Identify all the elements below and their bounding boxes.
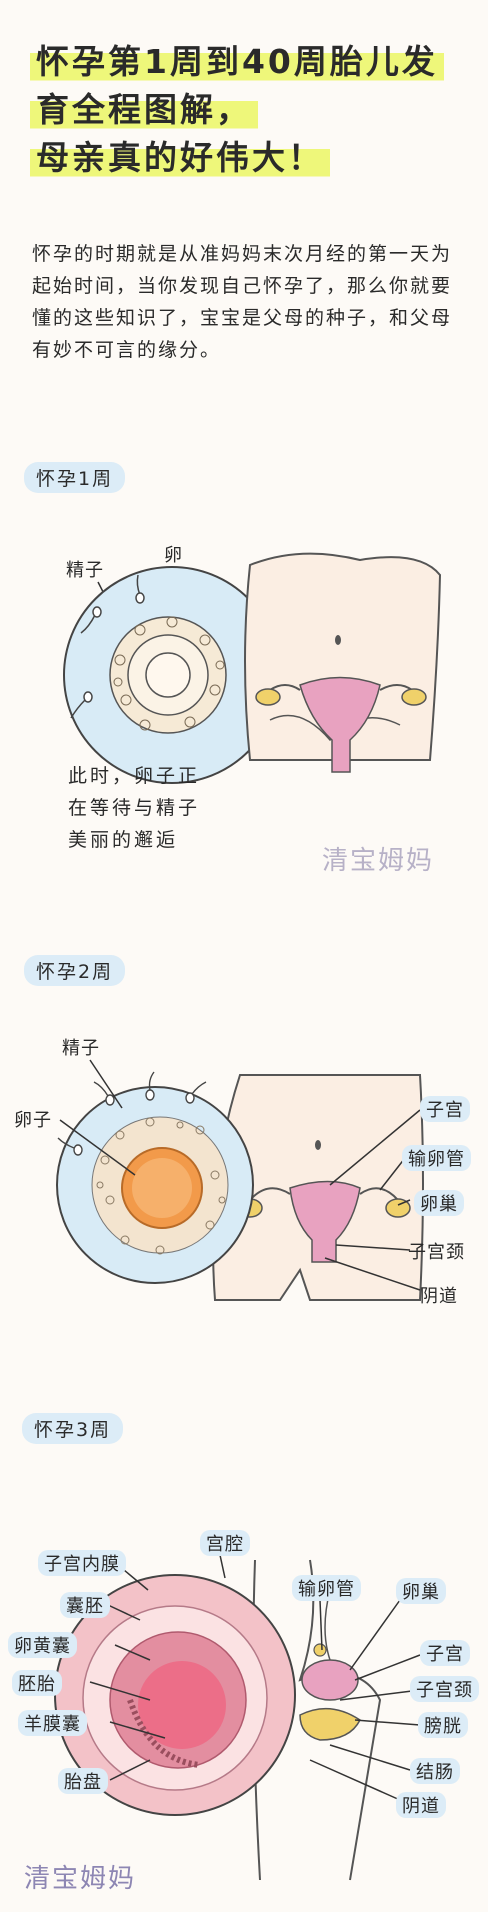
week3-blastocyst-label: 囊胚 [60,1592,110,1618]
week3-label: 怀孕3周 [22,1413,124,1444]
week1-caption: 此时，卵子正 在等待与精子 美丽的邂逅 [68,760,200,856]
week1-caption-line-3: 美丽的邂逅 [68,829,179,851]
week2-ovary-label: 卵巢 [414,1190,464,1216]
week2-egg-label: 卵子 [14,1110,52,1131]
week2-vagina-label: 阴道 [420,1286,458,1307]
week2-label: 怀孕2周 [24,955,126,986]
week3-ovary-label: 卵巢 [396,1578,446,1604]
week3-uterine-cavity-label: 宫腔 [200,1530,250,1556]
week3-colon-label: 结肠 [410,1758,460,1784]
week2-cervix-label: 子宫颈 [408,1242,465,1263]
week1-caption-line-1: 此时，卵子正 [68,765,201,787]
week3-cervix-label: 子宫颈 [410,1676,479,1702]
week3-fallopian-label: 输卵管 [292,1575,361,1601]
intro-paragraph: 怀孕的时期就是从准妈妈末次月经的第一天为起始时间，当你发现自己怀孕了，那么你就要… [32,243,453,361]
week2-uterus-label: 子宫 [420,1096,470,1122]
week2-sperm-label: 精子 [62,1038,100,1059]
title-line-1: 怀孕第1周到40周胎儿发 [30,40,444,84]
week3-amniotic-sac-label: 羊膜囊 [18,1710,87,1736]
page-title: 怀孕第1周到40周胎儿发 育全程图解， 母亲真的好伟大！ [30,40,460,184]
week1-label: 怀孕1周 [24,462,126,493]
week3-bladder-label: 膀胱 [418,1712,468,1738]
week3-uterus-label: 子宫 [420,1640,470,1666]
week3-vagina-label: 阴道 [396,1792,446,1818]
week2-fallopian-label: 输卵管 [402,1145,471,1171]
week3-placenta-label: 胎盘 [58,1768,108,1794]
week3-embryo-label: 胚胎 [12,1670,62,1696]
week1-egg-label: 卵 [164,545,183,566]
title-line-2: 育全程图解， [30,88,258,132]
week1-sperm-label: 精子 [66,560,104,581]
watermark-bottom: 清宝姆妈 [24,1864,137,1894]
title-line-3: 母亲真的好伟大！ [30,136,330,180]
week3-yolk-sac-label: 卵黄囊 [8,1632,77,1658]
watermark: 清宝姆妈 [322,846,435,876]
week1-caption-line-2: 在等待与精子 [68,797,201,819]
week3-endometrium-label: 子宫内膜 [38,1550,126,1576]
